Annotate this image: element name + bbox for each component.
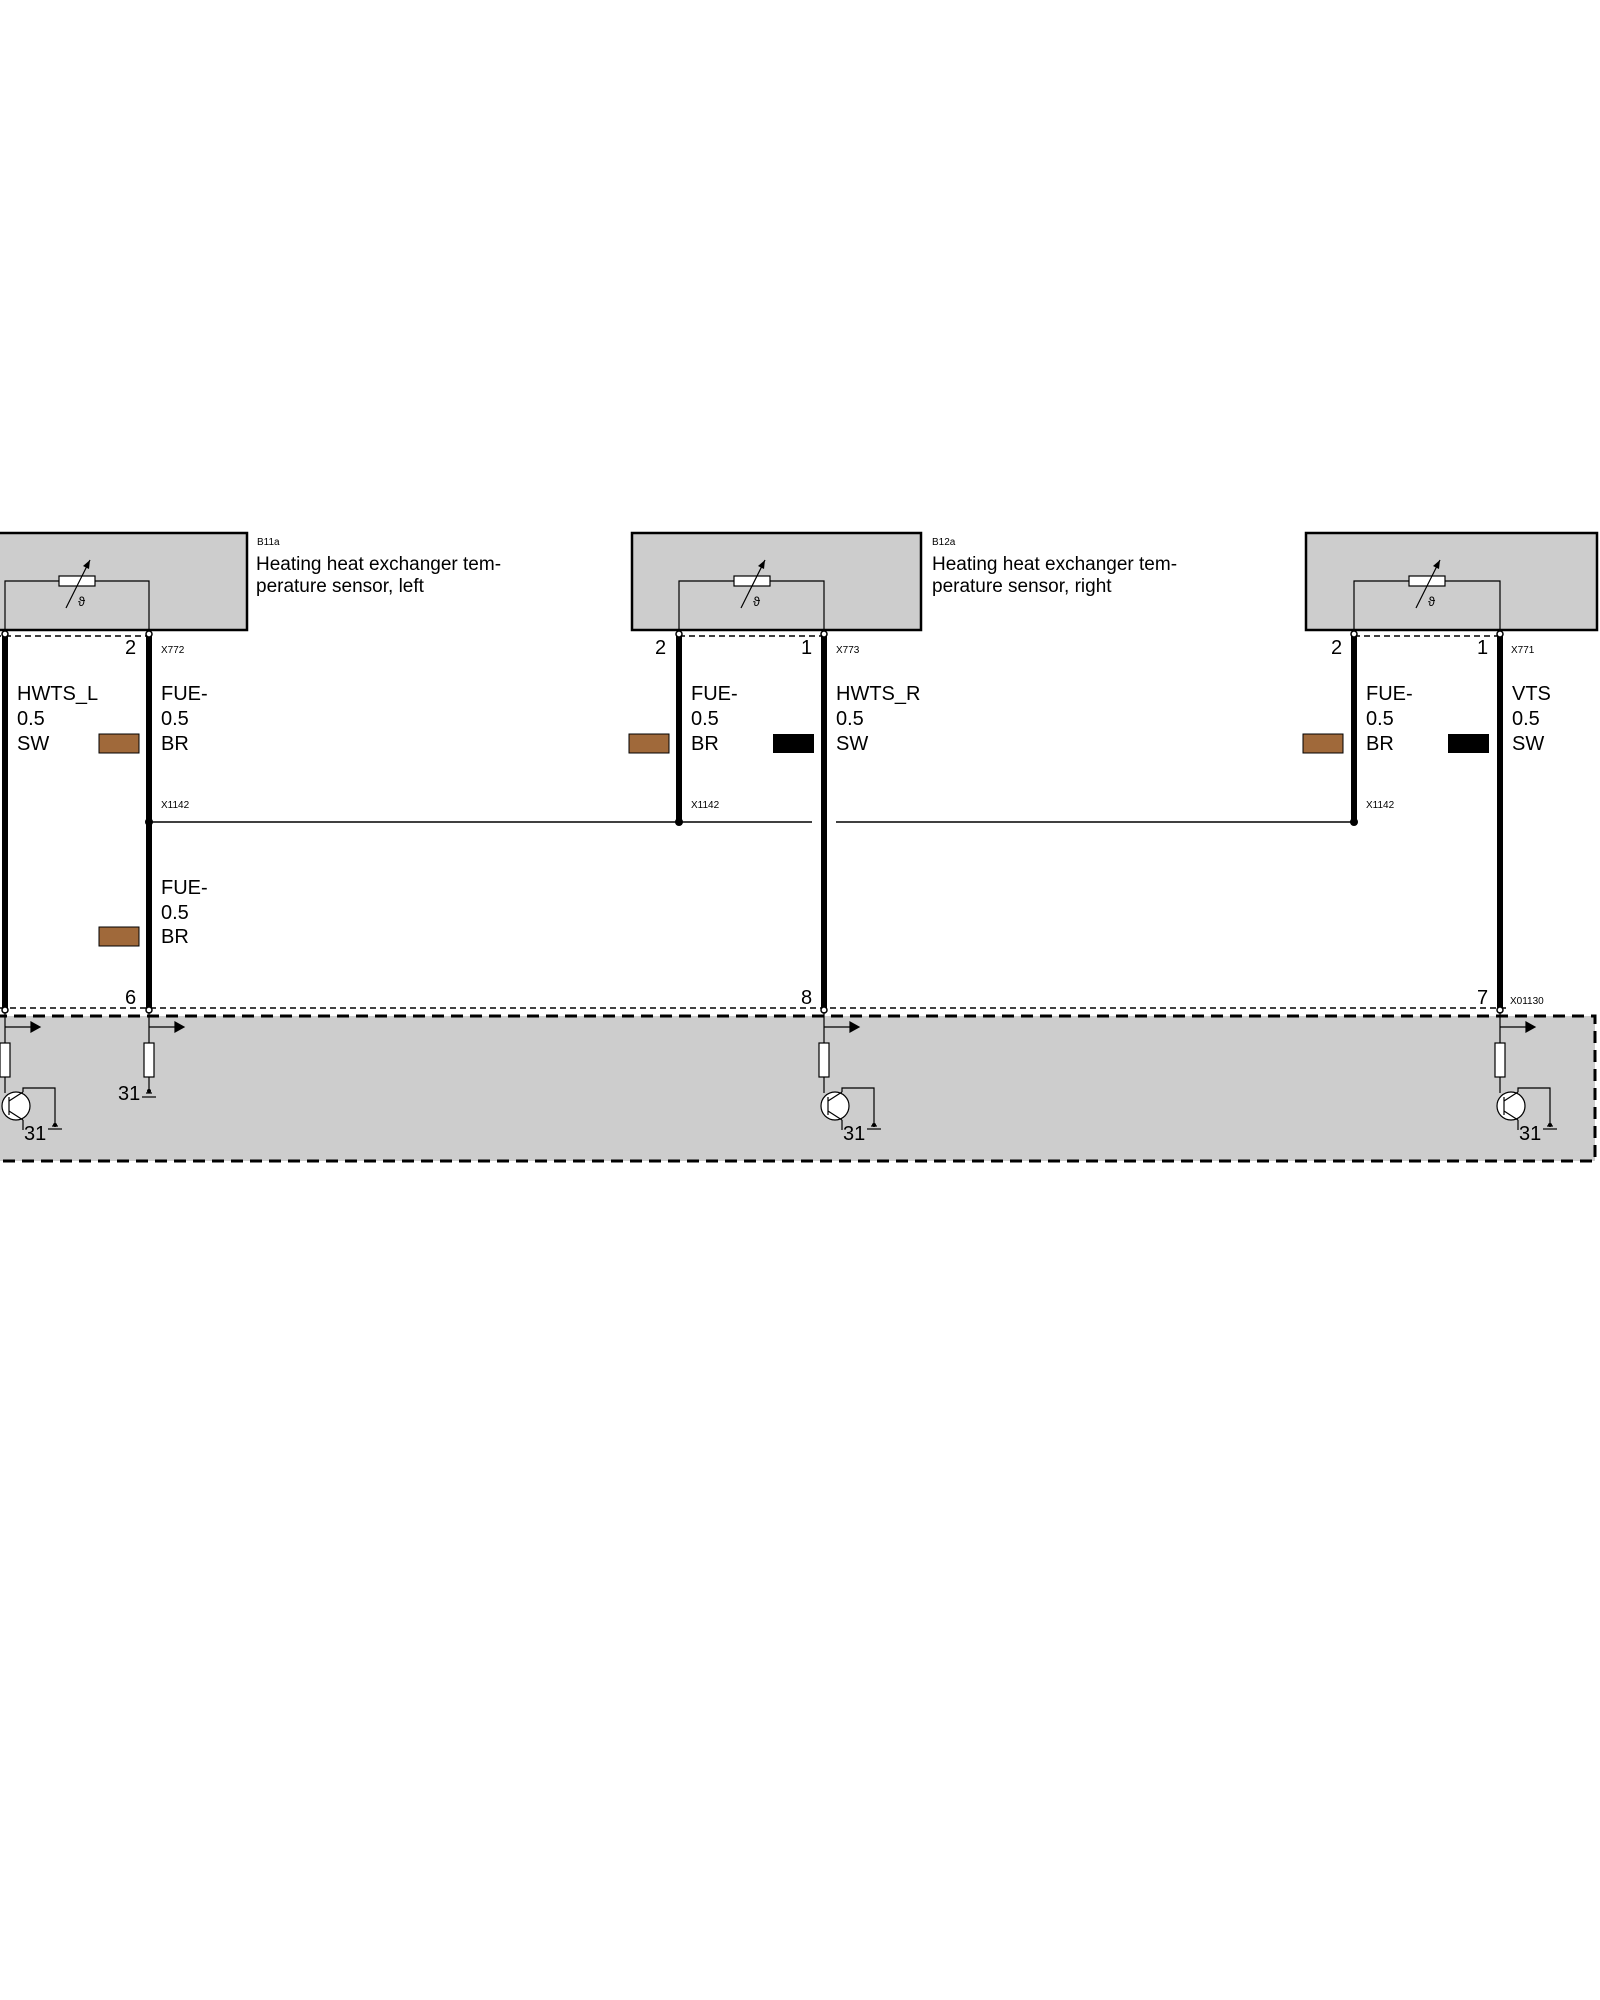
pin-marks <box>1 630 1504 638</box>
splice-id: X1142 <box>691 800 720 811</box>
ground-terminal: 31 <box>118 1083 140 1105</box>
pin-number: 1 <box>801 637 812 659</box>
resistor-icon <box>1408 575 1446 587</box>
black-color-swatch <box>773 734 814 753</box>
ground-terminal: 31 <box>1519 1123 1541 1145</box>
brown-color-swatch <box>1302 733 1344 754</box>
connector-id-x771: X771 <box>1511 645 1535 656</box>
svg-text:BR: BR <box>161 926 189 948</box>
connector-id-x773: X773 <box>836 645 860 656</box>
control-unit-box[interactable] <box>0 1014 1597 1163</box>
ground-icon <box>872 1123 876 1127</box>
wire-label-fue-2: FUE- 0.5 BR <box>628 683 738 755</box>
svg-text:FUE-: FUE- <box>691 683 738 705</box>
pin-number: 1 <box>1477 637 1488 659</box>
splice-id: X1142 <box>161 800 190 811</box>
splice-dot <box>1350 818 1358 826</box>
wire-label-fue-3: FUE- 0.5 BR <box>1302 683 1413 755</box>
connector-id-x01130: X01130 <box>1510 996 1544 1007</box>
variable-arrow-icon <box>1415 559 1441 609</box>
resistor-icon <box>733 575 771 587</box>
svg-text:0.5: 0.5 <box>1366 708 1394 730</box>
pin-number: 8 <box>801 987 812 1009</box>
wire-label-fue-1: FUE- 0.5 BR <box>98 683 208 755</box>
svg-text:BR: BR <box>1366 733 1394 755</box>
brown-color-swatch <box>628 733 670 754</box>
component-desc-b11a-line1: Heating heat exchanger tem- <box>256 554 501 575</box>
svg-text:VTS: VTS <box>1512 683 1551 705</box>
svg-text:HWTS_R: HWTS_R <box>836 683 920 705</box>
splice-dot <box>675 818 683 826</box>
ground-terminal: 31 <box>843 1123 865 1145</box>
svg-text:SW: SW <box>836 733 868 755</box>
pin-number: 7 <box>1477 987 1488 1009</box>
sensor-vts[interactable]: ϑ <box>1304 531 1599 632</box>
theta-symbol: ϑ <box>753 594 761 609</box>
splice-id: X1142 <box>1366 800 1395 811</box>
black-color-swatch <box>1448 734 1489 753</box>
component-id-b12a: B12a <box>932 537 956 548</box>
ground-icon <box>53 1123 57 1127</box>
component-id-b11a: B11a <box>257 537 280 548</box>
svg-text:SW: SW <box>1512 733 1544 755</box>
svg-text:0.5: 0.5 <box>161 708 189 730</box>
variable-arrow-icon <box>65 559 91 609</box>
sensor-b11a[interactable]: ϑ <box>0 531 249 632</box>
ground-icon <box>1548 1123 1552 1127</box>
wire-label-fue-lower: FUE- 0.5 BR <box>98 877 208 948</box>
svg-text:0.5: 0.5 <box>17 708 45 730</box>
svg-text:HWTS_L: HWTS_L <box>17 683 98 705</box>
theta-symbol: ϑ <box>78 594 86 609</box>
resistor-circuit-fue <box>142 1012 186 1098</box>
transistor-circuit-hwts-l <box>0 1012 62 1130</box>
svg-text:BR: BR <box>691 733 719 755</box>
transistor-circuit-hwts-r <box>818 1012 881 1130</box>
ground-terminal: 31 <box>24 1123 46 1145</box>
pin-number: 2 <box>655 637 666 659</box>
wire-label-hwts-l: HWTS_L 0.5 SW <box>17 683 98 755</box>
brown-color-swatch <box>98 733 140 754</box>
svg-text:FUE-: FUE- <box>161 877 208 899</box>
connector-id-x772: X772 <box>161 645 185 656</box>
svg-text:FUE-: FUE- <box>1366 683 1413 705</box>
ground-icon <box>147 1089 151 1093</box>
component-desc-b11a-line2: perature sensor, left <box>256 576 425 597</box>
brown-color-swatch <box>98 926 140 947</box>
svg-text:0.5: 0.5 <box>161 902 189 924</box>
splice-dot <box>145 818 153 826</box>
svg-text:SW: SW <box>17 733 49 755</box>
pin-number: 2 <box>125 637 136 659</box>
variable-arrow-icon <box>740 559 766 609</box>
theta-symbol: ϑ <box>1428 594 1436 609</box>
component-desc-b12a-line2: perature sensor, right <box>932 576 1112 597</box>
pin-number: 2 <box>1331 637 1342 659</box>
svg-text:0.5: 0.5 <box>691 708 719 730</box>
sensor-b12a[interactable]: ϑ <box>630 531 923 632</box>
svg-text:BR: BR <box>161 733 189 755</box>
svg-text:0.5: 0.5 <box>1512 708 1540 730</box>
svg-text:FUE-: FUE- <box>161 683 208 705</box>
wire-label-hwts-r: HWTS_R 0.5 SW <box>773 683 920 755</box>
wire-label-vts: VTS 0.5 SW <box>1448 683 1551 755</box>
transistor-circuit-vts <box>1494 1012 1557 1130</box>
component-desc-b12a-line1: Heating heat exchanger tem- <box>932 554 1177 575</box>
svg-text:0.5: 0.5 <box>836 708 864 730</box>
pin-number: 6 <box>125 987 136 1009</box>
resistor-icon <box>58 575 96 587</box>
